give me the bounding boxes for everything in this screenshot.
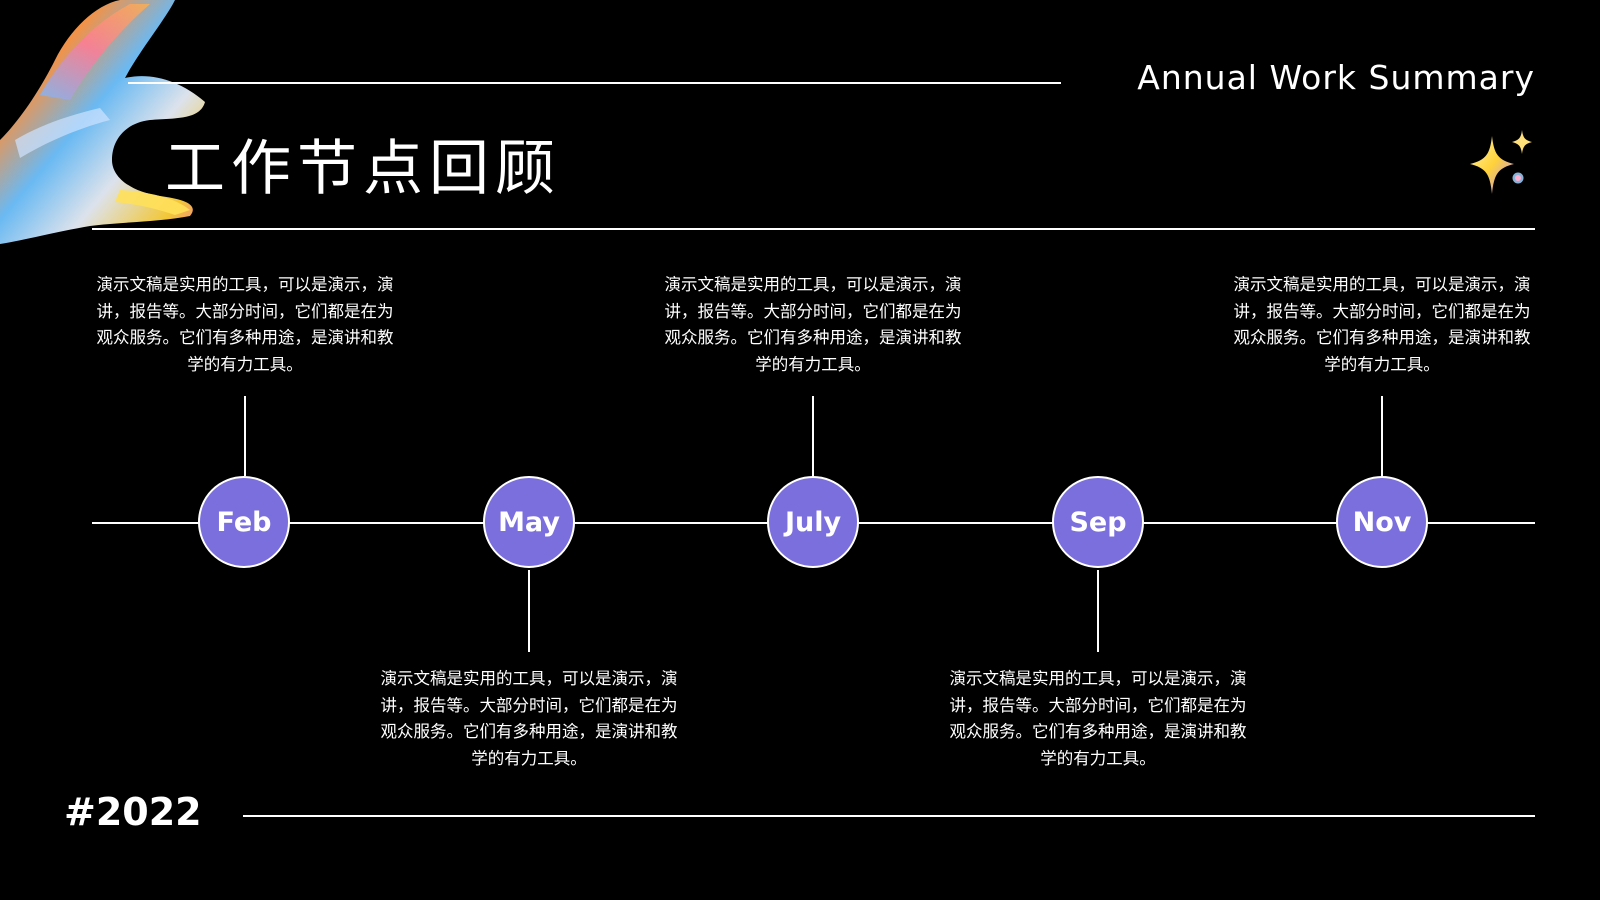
sparkle-icon <box>1470 130 1532 194</box>
milestone-label: July <box>784 506 842 538</box>
milestone-label: May <box>498 506 560 538</box>
connector-line <box>812 396 814 476</box>
milestone-description: 演示文稿是实用的工具，可以是演示，演讲，报告等。大部分时间，它们都是在为观众服务… <box>1233 275 1531 374</box>
milestone-node-nov: Nov <box>1336 476 1428 568</box>
milestone-label: Feb <box>216 506 272 538</box>
connector-line <box>528 570 530 652</box>
hand-illustration <box>0 0 205 244</box>
year-label: #2022 <box>64 790 202 834</box>
milestone-description: 演示文稿是实用的工具，可以是演示，演讲，报告等。大部分时间，它们都是在为观众服务… <box>96 275 394 374</box>
milestone-label: Nov <box>1352 506 1412 538</box>
milestone-label: Sep <box>1069 506 1127 538</box>
milestone-description: 演示文稿是实用的工具，可以是演示，演讲，报告等。大部分时间，它们都是在为观众服务… <box>664 275 962 374</box>
milestone-node-may: May <box>483 476 575 568</box>
connector-line <box>1381 396 1383 476</box>
subtitle: Annual Work Summary <box>1137 58 1535 97</box>
connector-line <box>1097 570 1099 652</box>
milestone-description: 演示文稿是实用的工具，可以是演示，演讲，报告等。大部分时间，它们都是在为观众服务… <box>949 669 1247 768</box>
top-rule <box>128 82 1061 84</box>
milestone-node-feb: Feb <box>198 476 290 568</box>
milestone-description: 演示文稿是实用的工具，可以是演示，演讲，报告等。大部分时间，它们都是在为观众服务… <box>380 669 678 768</box>
milestone-node-july: July <box>767 476 859 568</box>
page-title: 工作节点回顾 <box>165 134 561 204</box>
footer-rule <box>243 815 1535 817</box>
connector-line <box>244 396 246 476</box>
header-rule <box>92 228 1535 230</box>
milestone-node-sep: Sep <box>1052 476 1144 568</box>
